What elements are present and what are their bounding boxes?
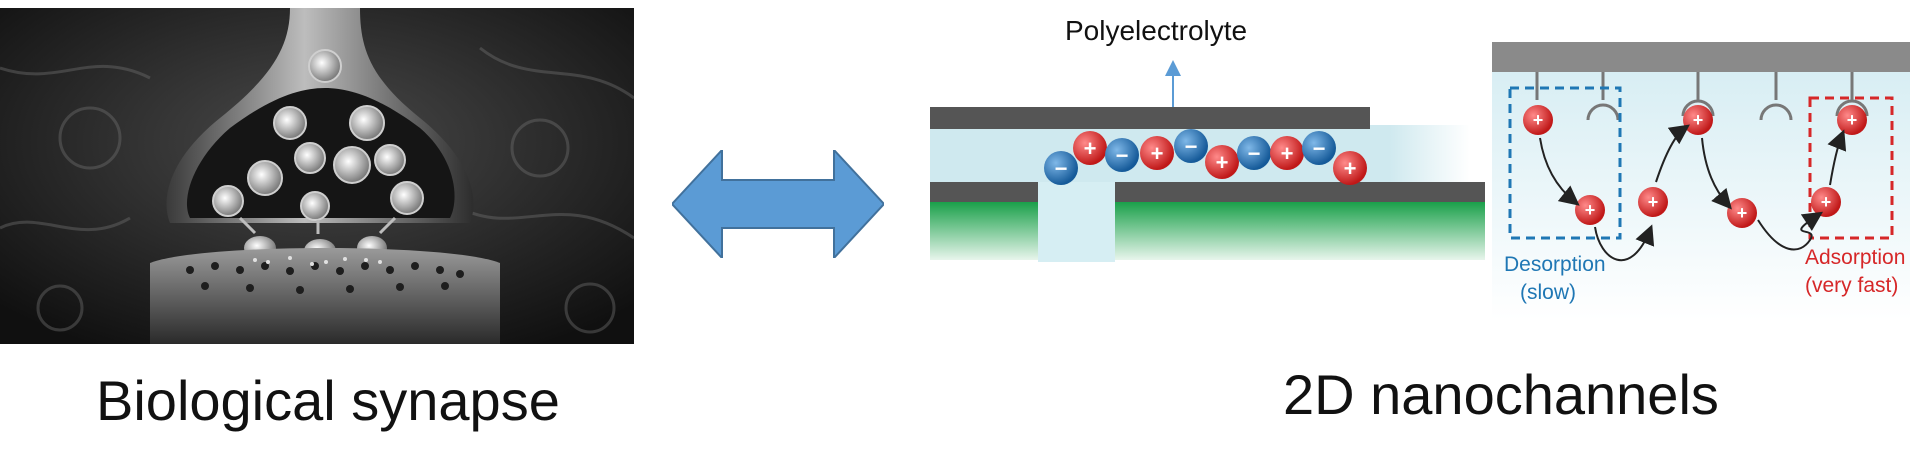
synapse-illustration [0, 8, 634, 344]
svg-text:+: + [1847, 110, 1858, 130]
svg-text:+: + [1151, 141, 1164, 166]
nanochannel-diagram: Polyelectrolyte − + − + − + − + − + [930, 15, 1485, 262]
desorption-speed: (slow) [1520, 281, 1576, 304]
svg-text:−: − [1185, 134, 1198, 159]
cation-icon [1523, 105, 1553, 135]
svg-text:−: − [1313, 136, 1326, 161]
svg-text:+: + [1821, 192, 1832, 212]
svg-text:+: + [1533, 110, 1544, 130]
adsorption-speed: (very fast) [1805, 274, 1898, 297]
svg-text:−: − [1116, 143, 1129, 168]
svg-text:+: + [1216, 150, 1229, 175]
svg-text:+: + [1737, 203, 1748, 223]
svg-text:+: + [1648, 192, 1659, 212]
svg-text:+: + [1693, 110, 1704, 130]
caption-biological-synapse: Biological synapse [96, 369, 560, 432]
svg-text:+: + [1281, 141, 1294, 166]
adsorption-label: Adsorption [1805, 246, 1905, 269]
ion-dynamics-diagram: + + + + + + + Desorption (slow) Adsorpti… [1492, 42, 1910, 320]
svg-text:+: + [1585, 200, 1596, 220]
svg-text:+: + [1084, 136, 1097, 161]
caption-2d-nanochannels: 2D nanochannels [1283, 363, 1719, 426]
svg-text:−: − [1055, 156, 1068, 181]
desorption-label: Desorption [1504, 253, 1606, 276]
svg-text:+: + [1344, 156, 1357, 181]
polyelectrolyte-label: Polyelectrolyte [1065, 15, 1247, 46]
svg-text:−: − [1248, 141, 1261, 166]
double-arrow-icon [672, 150, 884, 258]
